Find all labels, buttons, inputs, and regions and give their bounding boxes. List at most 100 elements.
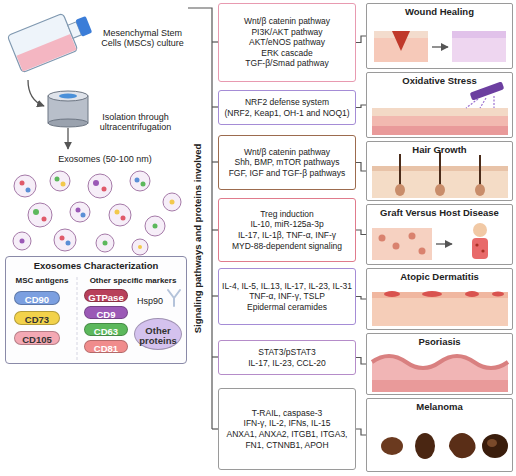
panel-title: Wound Healing xyxy=(367,4,512,17)
pathway-bracket xyxy=(188,8,218,429)
pathway-text: Treg induction xyxy=(260,209,314,220)
pathway-text: MYD-88-dependent signaling xyxy=(232,241,342,252)
annotation-label: Hsp90 xyxy=(134,296,166,306)
connector-line xyxy=(356,105,366,108)
process-arrow xyxy=(28,80,44,106)
exosome-cargo xyxy=(153,224,158,229)
marker-pill: CD63 xyxy=(84,323,128,336)
connector-line xyxy=(356,297,366,300)
pathway-text: IL-4, IL-5, IL.13, IL-17, IL-23, IL-31 xyxy=(222,281,352,292)
exosome-cargo xyxy=(20,181,25,186)
melanoma-art xyxy=(449,433,476,458)
exosome-cargo xyxy=(42,217,47,222)
gvhd-art xyxy=(472,238,488,259)
pathway-text: Wnt/β catenin pathway xyxy=(244,16,330,27)
panel-title: Psoriasis xyxy=(367,334,512,347)
wound-healing-art xyxy=(374,31,506,62)
pathway-text: T-RAIL, caspase-3 xyxy=(252,408,322,419)
melanoma-art xyxy=(482,434,508,458)
gvhd-art xyxy=(372,228,432,260)
section-title: Exosomes Characterization xyxy=(6,260,186,271)
melanoma-art xyxy=(487,439,497,447)
gvhd-art xyxy=(436,243,452,244)
marker-pill: CD9 xyxy=(84,306,128,319)
gvhd-art xyxy=(393,243,400,250)
connector-line xyxy=(356,429,366,435)
pathway-box: Treg inductionIL-10, miR-125a-3pIL-17, I… xyxy=(218,198,356,262)
characterization-box: Exosomes CharacterizationCD90CD73CD105GT… xyxy=(5,256,187,364)
exosome-cargo xyxy=(55,177,60,182)
wound-healing-art xyxy=(432,46,448,47)
exosome-cargo xyxy=(33,209,39,215)
exosome-cargo xyxy=(26,188,31,193)
exosome-vesicles xyxy=(14,175,36,197)
pathway-text: ERK cascade xyxy=(261,48,313,59)
disease-panel: Oxidative Stress xyxy=(366,72,513,138)
marker-pill: CD105 xyxy=(14,331,60,345)
disease-panel: Hair Growth xyxy=(366,141,513,201)
exosome-cargo xyxy=(170,200,175,205)
pathway-box: Wnt/β catenin pathwayPI3K/AKT pathwayAKT… xyxy=(218,3,356,82)
pathway-text: TNF-α, INF-γ, TSLP xyxy=(249,291,325,302)
disease-panel: Psoriasis xyxy=(366,333,513,395)
pathway-box: IL-4, IL-5, IL.13, IL-17, IL-23, IL-31TN… xyxy=(218,268,356,325)
exosome-cargo xyxy=(76,208,81,213)
marker-name: Other proteins xyxy=(135,326,181,346)
exosome-vesicles xyxy=(13,232,31,250)
panel-title: Hair Growth xyxy=(367,142,512,155)
exosome-vesicles xyxy=(88,174,112,198)
pathway-text: AKT/eNOS pathway xyxy=(249,37,325,48)
hair-growth-art xyxy=(400,152,480,186)
annotation-label: Isolation through ultracentrifugation xyxy=(88,112,183,133)
exosome-cargo xyxy=(20,239,25,244)
exosome-cargo xyxy=(93,180,99,186)
culture-flask xyxy=(16,34,76,71)
atopic-dermatitis-art xyxy=(465,291,479,297)
panel-title: Melanoma xyxy=(367,399,512,412)
marker-name: CD105 xyxy=(22,334,52,345)
exosome-vesicles xyxy=(109,204,131,226)
gvhd-art xyxy=(481,249,484,252)
centrifuge xyxy=(59,94,77,99)
annotation-label: Other specific markers xyxy=(80,276,186,285)
gvhd-art xyxy=(372,223,488,260)
panel-title: Atopic Dermatitis xyxy=(367,269,512,282)
annotation-label: Mesenchymal Stem Cells (MSCs) culture xyxy=(95,28,190,49)
pathway-text: IL-10, miR-125a-3p xyxy=(250,219,323,230)
connector-line xyxy=(356,358,366,365)
panel-title: Oxidative Stress xyxy=(367,73,512,86)
pathway-text: Shh, BMP, mTOR pathways xyxy=(234,157,339,168)
exosome-cargo xyxy=(102,187,107,192)
gvhd-art xyxy=(475,243,478,246)
oxidative-stress-art xyxy=(466,96,494,108)
exosome-vesicles xyxy=(54,229,76,251)
hair-growth-art xyxy=(475,184,485,196)
marker-pill: CD90 xyxy=(14,291,60,305)
exosome-vesicles xyxy=(145,216,165,236)
gvhd-art xyxy=(409,233,416,240)
exosome-cargo xyxy=(20,177,175,250)
psoriasis-art xyxy=(372,380,508,392)
exosome-cargo xyxy=(135,178,140,183)
wound-healing-art xyxy=(452,31,506,38)
pathway-text: ANXA1, ANXA2, ITGB1, ITGA3, FN1, CTNNB1,… xyxy=(222,429,352,450)
culture-flask xyxy=(75,16,92,37)
disease-panel: Graft Versus Host Disease xyxy=(366,204,513,265)
melanoma-art xyxy=(381,433,508,459)
pathway-text: Wnt/β catenin pathway xyxy=(244,147,330,158)
marker-name: CD73 xyxy=(25,314,49,325)
exosome-cargo xyxy=(66,241,71,246)
connector-line xyxy=(356,163,366,172)
melanoma-art xyxy=(415,433,435,459)
process-arrow xyxy=(67,128,68,149)
culture-flask xyxy=(7,13,78,73)
exosome-cargo xyxy=(81,213,86,218)
atopic-dermatitis-art xyxy=(384,291,400,297)
exosome-vesicles xyxy=(13,171,181,255)
pathway-text: FGF, IGF and TGF-β pathways xyxy=(229,168,346,179)
marker-pill: CD73 xyxy=(14,311,60,325)
disease-panel: Atopic Dermatitis xyxy=(366,268,513,330)
atopic-dermatitis-art xyxy=(422,291,442,297)
exosome-cargo xyxy=(141,182,146,187)
